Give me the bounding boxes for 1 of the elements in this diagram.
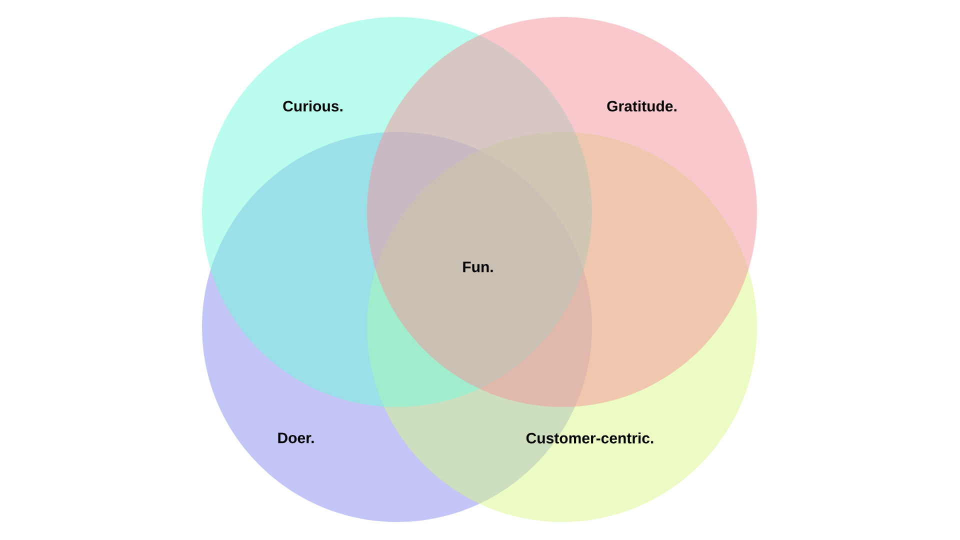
venn-label: Fun. — [463, 262, 493, 272]
